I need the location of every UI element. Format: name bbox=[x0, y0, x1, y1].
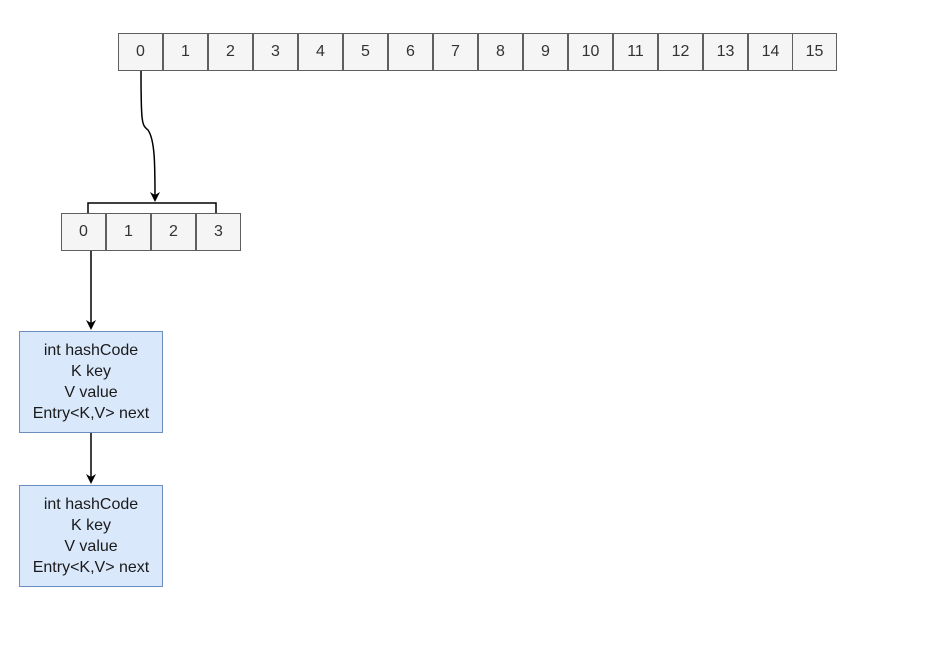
entry-next-field: Entry<K,V> next bbox=[32, 559, 150, 576]
entry-node: int hashCode K key V value Entry<K,V> ne… bbox=[19, 485, 163, 587]
bucket-cell: 0 bbox=[118, 33, 163, 71]
bucket-cell: 3 bbox=[253, 33, 298, 71]
segment-cell: 0 bbox=[61, 213, 106, 251]
segment-cell: 3 bbox=[196, 213, 241, 251]
bucket-cell: 6 bbox=[388, 33, 433, 71]
entry-value-field: V value bbox=[64, 538, 118, 555]
bucket-cell: 9 bbox=[523, 33, 568, 71]
segment-cell: 1 bbox=[106, 213, 151, 251]
bucket-cell: 8 bbox=[478, 33, 523, 71]
entry-value-field: V value bbox=[64, 384, 118, 401]
bucket-cell: 15 bbox=[792, 33, 837, 71]
bucket-cell: 4 bbox=[298, 33, 343, 71]
segment-cell: 2 bbox=[151, 213, 196, 251]
entry-node: int hashCode K key V value Entry<K,V> ne… bbox=[19, 331, 163, 433]
bucket-cell: 11 bbox=[613, 33, 658, 71]
segment-bracket bbox=[87, 202, 217, 213]
bucket-cell: 5 bbox=[343, 33, 388, 71]
bucket-cell: 1 bbox=[163, 33, 208, 71]
bucket-cell: 13 bbox=[703, 33, 748, 71]
bucket-cell: 2 bbox=[208, 33, 253, 71]
entry-key-field: K key bbox=[70, 363, 111, 380]
bucket-to-segment-arrow bbox=[140, 70, 160, 202]
bucket-cell: 10 bbox=[568, 33, 613, 71]
entry-key-field: K key bbox=[70, 517, 111, 534]
bucket-cell: 7 bbox=[433, 33, 478, 71]
bucket-cell: 14 bbox=[748, 33, 793, 71]
entry-hashcode-field: int hashCode bbox=[43, 342, 139, 359]
entry-hashcode-field: int hashCode bbox=[43, 496, 139, 513]
entry-next-field: Entry<K,V> next bbox=[32, 405, 150, 422]
bucket-cell: 12 bbox=[658, 33, 703, 71]
